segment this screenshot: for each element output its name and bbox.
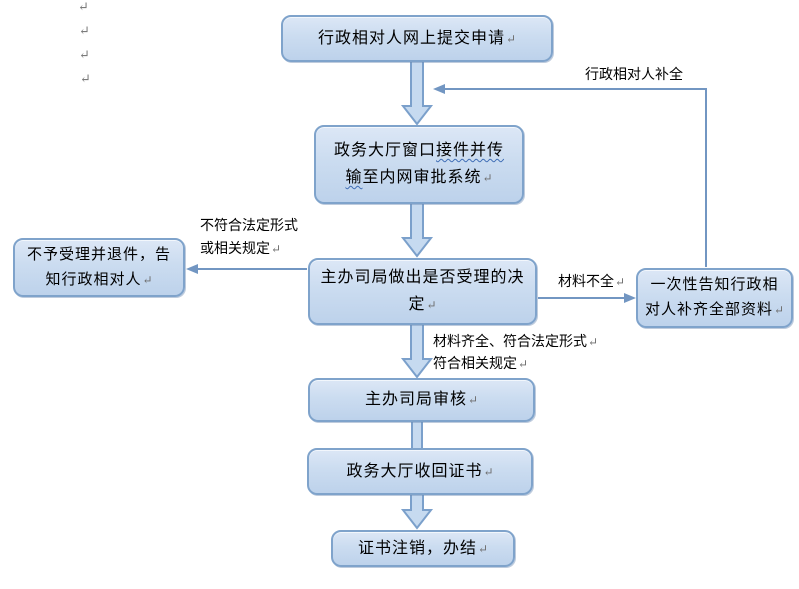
box-close-text: 证书注销，办结 — [357, 539, 477, 557]
flow-box-submit[interactable]: 行政相对人网上提交申请↵ — [281, 15, 553, 62]
box-decide-line2: 定↵ — [408, 291, 436, 319]
label-text: 材料不全 — [558, 275, 614, 290]
box-decide-line1: 主办司局做出是否受理的决 — [320, 264, 524, 291]
block-arrow-submit-to-receive[interactable] — [400, 60, 434, 126]
arrow-notify-return-to-top[interactable] — [433, 84, 707, 267]
box-receive-text: 政务大厅窗口 — [333, 142, 436, 159]
paragraph-mark: ↵ — [477, 541, 489, 556]
label-supplement[interactable]: 行政相对人补全 — [585, 65, 683, 87]
label-not-conform-line2: 或相关规定↵ — [200, 238, 298, 261]
box-reject-line2: 知行政相对人↵ — [45, 268, 152, 293]
arrow-decide-to-reject[interactable] — [186, 264, 307, 274]
box-reject-line1: 不予受理并退件，告 — [27, 243, 171, 268]
paragraph-mark: ↵ — [588, 335, 599, 349]
box-notify-line1: 一次性告知行政相 — [650, 273, 778, 298]
box-submit-line: 行政相对人网上提交申请↵ — [318, 25, 516, 53]
box-collect-text: 政务大厅收回证书 — [346, 462, 483, 480]
block-arrow-receive-to-decide[interactable] — [400, 202, 434, 258]
flow-box-notify[interactable]: 一次性告知行政相 对人补齐全部资料↵ — [636, 268, 793, 328]
block-connector-review-to-collect[interactable] — [411, 419, 423, 450]
flow-box-close[interactable]: 证书注销，办结↵ — [331, 530, 515, 567]
box-decide-text: 定 — [408, 296, 426, 313]
box-receive-text: 至内网审批系统 — [362, 169, 482, 186]
paragraph-mark: ↵ — [271, 242, 282, 256]
label-not-conform-line1: 不符合法定形式 — [200, 216, 298, 238]
paragraph-mark: ↵ — [518, 357, 529, 371]
paragraph-mark: ↵ — [78, 0, 89, 14]
paragraph-mark: ↵ — [615, 275, 626, 289]
arrow-decide-to-notify[interactable] — [538, 293, 636, 303]
paragraph-mark: ↵ — [79, 23, 90, 38]
box-notify-text: 对人补齐全部资料 — [644, 302, 773, 318]
flow-box-collect[interactable]: 政务大厅收回证书↵ — [307, 448, 533, 495]
flow-box-receive[interactable]: 政务大厅窗口接件并传 输至内网审批系统↵ — [314, 125, 524, 204]
box-receive-line1: 政务大厅窗口接件并传 — [334, 137, 504, 164]
flow-box-reject[interactable]: 不予受理并退件，告 知行政相对人↵ — [13, 238, 185, 297]
block-arrow-decide-to-review[interactable] — [400, 323, 434, 379]
box-notify-text: 一次性告知行政相 — [650, 277, 779, 293]
box-decide-text: 主办司局做出是否受理的决 — [320, 269, 525, 286]
spellcheck-wavy-text: 输 — [345, 169, 363, 186]
block-arrow-collect-to-close[interactable] — [400, 492, 434, 530]
paragraph-mark: ↵ — [79, 47, 90, 62]
box-close-line: 证书注销，办结↵ — [358, 535, 488, 563]
paragraph-mark: ↵ — [773, 303, 785, 317]
paragraph-mark: ↵ — [80, 71, 91, 86]
box-review-text: 主办司局审核 — [364, 391, 467, 408]
box-reject-text: 知行政相对人 — [45, 271, 142, 288]
paragraph-mark: ↵ — [426, 298, 437, 312]
label-materials-complete-line1[interactable]: 材料齐全、符合法定形式↵ — [433, 331, 598, 354]
paragraph-mark: ↵ — [142, 272, 153, 287]
paragraph-mark: ↵ — [467, 393, 479, 407]
paragraph-mark: ↵ — [483, 464, 494, 479]
spellcheck-wavy-text: 接件并传 — [436, 142, 505, 159]
label-text: 不符合法定形式 — [200, 219, 298, 234]
flow-box-decide[interactable]: 主办司局做出是否受理的决 定↵ — [308, 258, 537, 325]
box-submit-text: 行政相对人网上提交申请 — [317, 29, 505, 47]
label-supplement-text: 行政相对人补全 — [585, 68, 683, 83]
box-notify-line2: 对人补齐全部资料↵ — [645, 298, 784, 323]
box-review-line: 主办司局审核↵ — [365, 386, 478, 414]
box-receive-line2: 输至内网审批系统↵ — [345, 164, 492, 192]
box-collect-line: 政务大厅收回证书↵ — [346, 458, 493, 486]
label-materials-incomplete[interactable]: 材料不全↵ — [558, 271, 625, 294]
paragraph-mark: ↵ — [482, 171, 493, 185]
label-not-conform[interactable]: 不符合法定形式 或相关规定↵ — [200, 216, 298, 261]
label-materials-complete-line2[interactable]: 符合相关规定↵ — [433, 353, 528, 376]
label-text: 或相关规定 — [200, 242, 270, 257]
flow-box-review[interactable]: 主办司局审核↵ — [308, 378, 535, 422]
label-text: 材料齐全、符合法定形式 — [433, 335, 587, 350]
paragraph-mark: ↵ — [505, 31, 517, 46]
box-reject-text: 不予受理并退件，告 — [26, 246, 171, 263]
label-text: 符合相关规定 — [433, 357, 517, 372]
